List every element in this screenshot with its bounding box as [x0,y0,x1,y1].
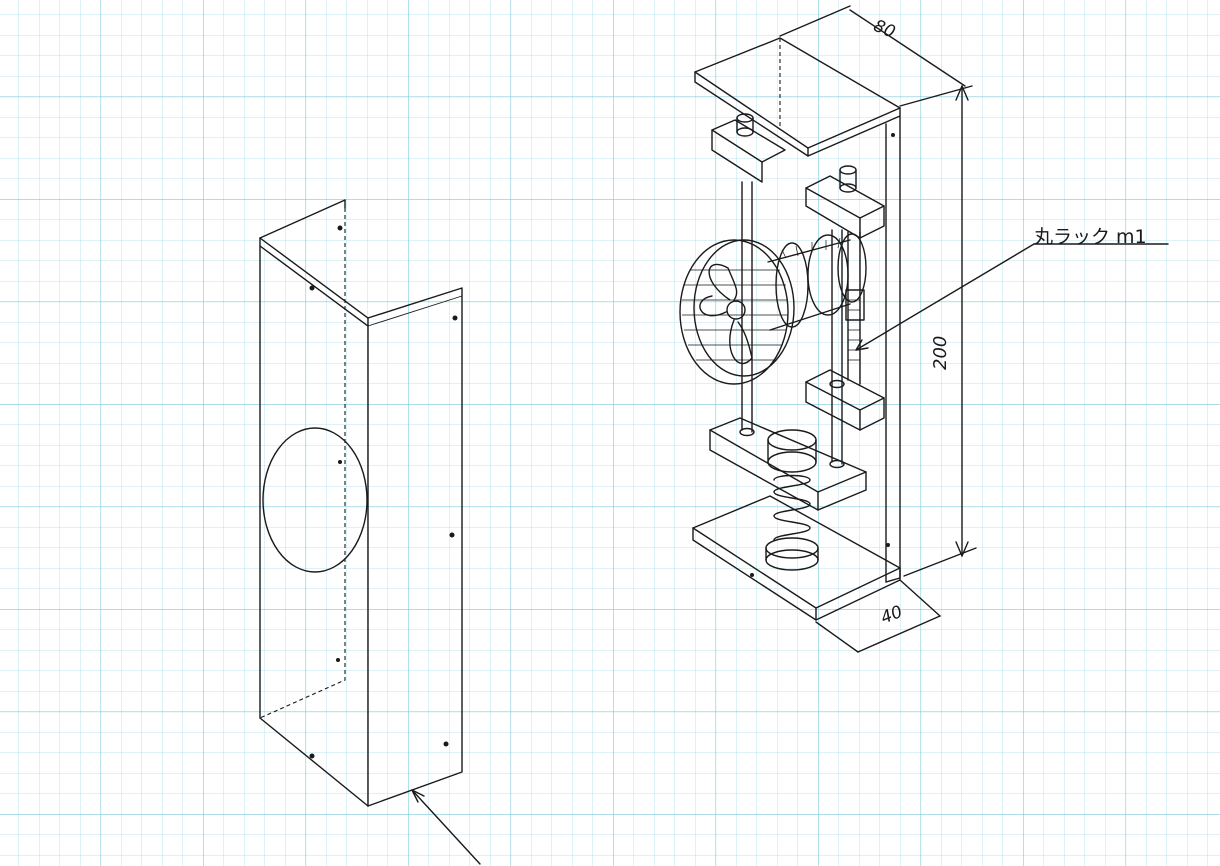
fan-guard [679,239,795,385]
motor-and-gears [767,233,867,331]
rack-leader-line [855,243,1169,351]
cover-leader-line [411,789,481,865]
upper-left-bearing-block [711,113,786,183]
side-frame [885,115,901,583]
round-rack [847,231,861,385]
mounting-holes [309,225,458,759]
lower-right-bearing-block [805,369,885,431]
dimension-height-label: 200 [930,335,951,370]
cover-panel-outline [259,199,463,807]
rack-callout-label: 丸ラック m1 [1034,226,1147,248]
upper-right-bearing-block [805,165,885,239]
fan-opening-hole [262,427,368,573]
guide-shafts [741,181,843,465]
dimension-lines [779,5,977,653]
spring-and-cap [765,429,819,571]
